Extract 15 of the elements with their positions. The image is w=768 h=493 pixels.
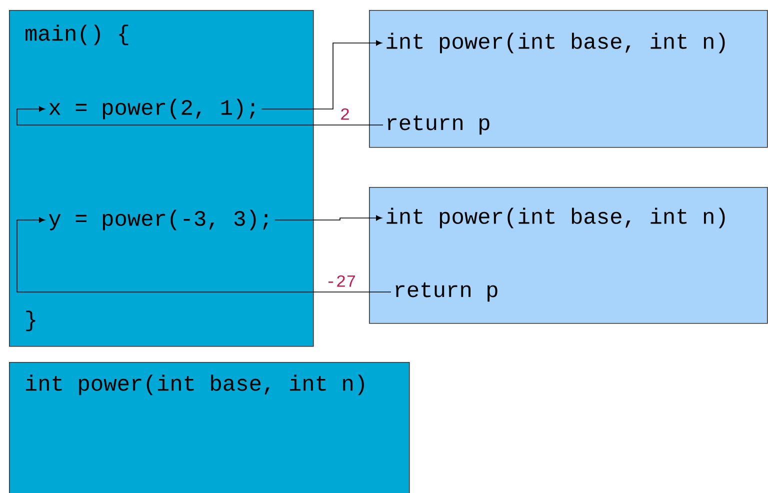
function-box	[369, 187, 768, 324]
arrow	[16, 106, 384, 126]
code-line: y = power(-3, 3);	[48, 210, 268, 230]
arrow	[261, 40, 382, 110]
code-line: return p	[396, 282, 498, 302]
code-line: int power(int base, int n)	[386, 32, 725, 54]
arrow	[16, 217, 392, 292]
code-line: x = power(2, 1);	[49, 98, 255, 120]
function-box: int power(int base, int n)	[9, 362, 410, 493]
edge-label: 2	[341, 108, 349, 120]
function-box	[369, 10, 768, 148]
code-line: return p	[388, 115, 490, 135]
edge-label: -27	[328, 275, 355, 287]
code-line: int power(int base, int n)	[386, 208, 725, 228]
arrow	[274, 215, 382, 221]
